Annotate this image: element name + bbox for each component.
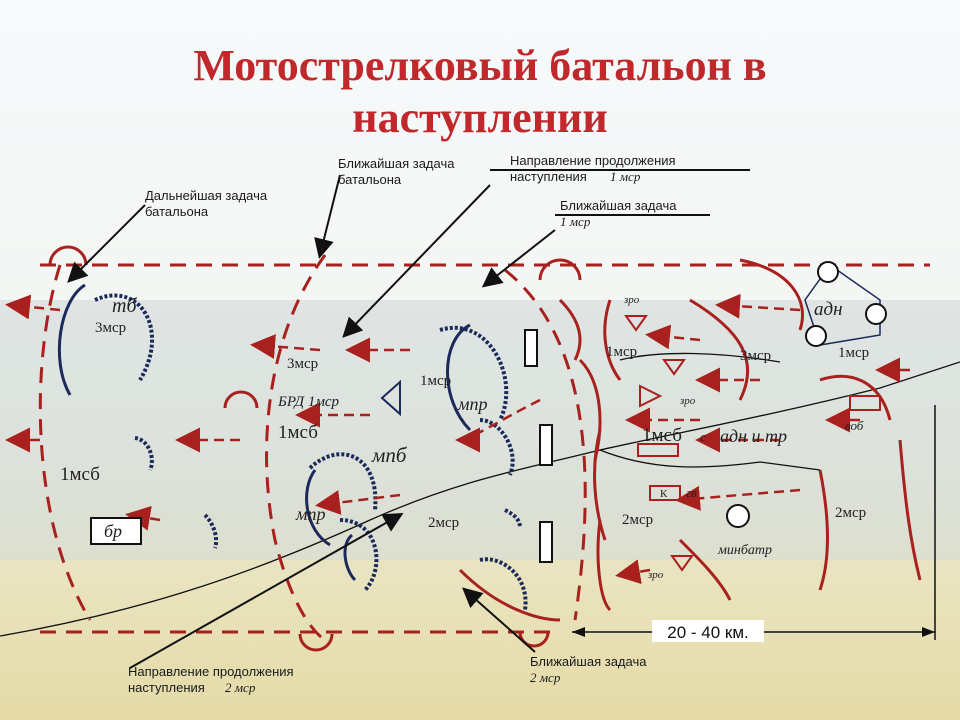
label-mpr-upper: мпр [457,394,488,414]
label-adn: адн [814,299,843,320]
label-gv: гв [686,485,697,500]
unit-labels: тб 3мср 3мср БРД 1мср 1мсб 1мсб мпб мпр … [60,294,869,642]
label-1msb-left: 1мсб [60,464,100,485]
scale-bar [572,405,936,642]
label-1msb-c: 1мсб [642,425,682,446]
label-minbatr: минбатр [717,543,772,558]
svg-text:1 мср: 1 мср [610,169,641,184]
label-tb: тб [112,295,137,317]
svg-text:Направление продолжения: Направление продолжения [510,153,676,168]
svg-text:Дальнейшая задача: Дальнейшая задача [145,188,268,203]
title-line-1: Мотострелковый батальон в [193,41,767,90]
label-adn-tr: адн и тр [720,426,787,446]
road [0,352,960,637]
label-2msr-mid: 2мср [428,515,459,531]
label-2msr-front: 2мср [622,512,653,528]
label-br: бр [104,521,122,541]
svg-text:2 мср: 2 мср [225,680,256,695]
callout-continue-2msr: Направление продолжения наступления 2 мс… [128,664,294,695]
label-k: К [660,488,668,500]
label-1msr-right: 1мср [838,345,869,361]
background-scenery [0,300,960,720]
callout-distant-task: Дальнейшая задача батальона [145,188,268,219]
label-1msb-c-suffix: с [700,429,706,444]
svg-text:Ближайшая задача: Ближайшая задача [560,198,677,213]
front-edges [458,258,922,622]
boundary-lines [38,254,930,642]
label-mpb: мпб [371,443,408,467]
label-1msr-upper: 1мср [420,373,451,389]
unit-symbols [90,261,887,572]
callout-leaders [67,169,750,669]
label-3msr-mid: 3мср [287,356,318,372]
callout-nearest-task-battalion: Ближайшая задача батальона [338,156,455,187]
callout-continue-1msr: Направление продолжения наступления 1 мс… [510,153,676,184]
label-zro-top: зро [623,294,640,306]
title-line-2: наступлении [352,93,608,142]
svg-text:наступления: наступления [510,169,587,184]
red-arrows [5,293,910,585]
label-2msr-right: 2мср [835,505,866,521]
callout-nearest-task-2msr: Ближайшая задача 2 мср [530,654,647,685]
scale-label: 20 - 40 км. [667,623,749,642]
callout-nearest-task-1msr: Ближайшая задача 1 мср [560,198,677,229]
label-mpr-lower: мпр [295,504,326,524]
svg-text:Ближайшая задача: Ближайшая задача [530,654,647,669]
svg-text:наступления: наступления [128,680,205,695]
svg-text:батальона: батальона [338,172,402,187]
label-zro-bottom: зро [647,569,664,581]
label-1msb: 1мсб [278,422,318,443]
svg-text:2 мср: 2 мср [530,670,561,685]
page-title: Мотострелковый батальон в наступлении [0,40,960,144]
label-3msr-front: 3мср [740,348,771,364]
battalion-tasks [48,245,881,652]
svg-text:Направление продолжения: Направление продолжения [128,664,294,679]
label-vob: воб [845,418,864,433]
label-zro-mid: зро [679,395,696,407]
svg-text:Ближайшая задача: Ближайшая задача [338,156,455,171]
label-3msr-left: 3мср [95,320,126,336]
svg-text:батальона: батальона [145,204,209,219]
label-brd-1msr: БРД 1мср [277,394,340,410]
label-1msr-front: 1мср [606,344,637,360]
svg-text:1 мср: 1 мср [560,214,591,229]
